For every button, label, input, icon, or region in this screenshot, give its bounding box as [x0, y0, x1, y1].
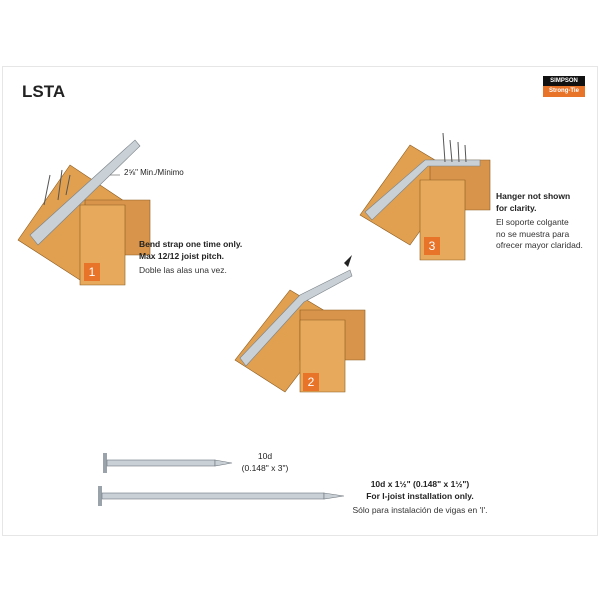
- short-nail-spec: 10d (0.148" x 3"): [225, 451, 305, 474]
- step2-illustration: [234, 255, 366, 393]
- note-en-2: for clarity.: [496, 202, 537, 213]
- note-en-2: Max 12/12 joist pitch.: [139, 250, 225, 261]
- short-nail-label: 10d: [257, 451, 273, 461]
- step-badge-3: 3: [424, 237, 440, 255]
- note-en-1: Hanger not shown: [496, 191, 571, 201]
- note-es-1: El soporte colgante: [496, 217, 569, 227]
- step1-notes: Bend strap one time only. Max 12/12 jois…: [139, 239, 242, 277]
- product-title: LSTA: [22, 82, 66, 101]
- note-es: Doble las alas una vez.: [139, 265, 227, 275]
- logo-top: SIMPSON: [543, 76, 585, 86]
- diagram-frame: [2, 66, 598, 536]
- long-nail-note-en: For I-joist installation only.: [366, 490, 474, 501]
- note-es-2: no se muestra para: [496, 228, 570, 239]
- step-badge-1: 1: [84, 263, 100, 281]
- short-nail-icon: [103, 453, 233, 473]
- long-nail-icon: [98, 486, 345, 506]
- simpson-logo: SIMPSON Strong-Tie: [543, 76, 585, 97]
- long-nail-spec: 10d x 1½" (0.148" x 1½") For I-joist ins…: [340, 479, 500, 517]
- note-en-1: Bend strap one time only.: [139, 239, 243, 249]
- short-nail-size: (0.148" x 3"): [241, 462, 289, 473]
- logo-bottom: Strong-Tie: [543, 86, 585, 97]
- step3-notes: Hanger not shown for clarity. El soporte…: [496, 191, 583, 252]
- note-es-3: ofrecer mayor claridad.: [496, 240, 583, 250]
- step-badge-2: 2: [303, 373, 319, 391]
- long-nail-label: 10d x 1½" (0.148" x 1½"): [370, 479, 470, 489]
- min-dimension-label: 2⅝" Min./Mínimo: [124, 168, 184, 177]
- long-nail-note-es: Sólo para instalación de vigas en 'I'.: [352, 505, 488, 515]
